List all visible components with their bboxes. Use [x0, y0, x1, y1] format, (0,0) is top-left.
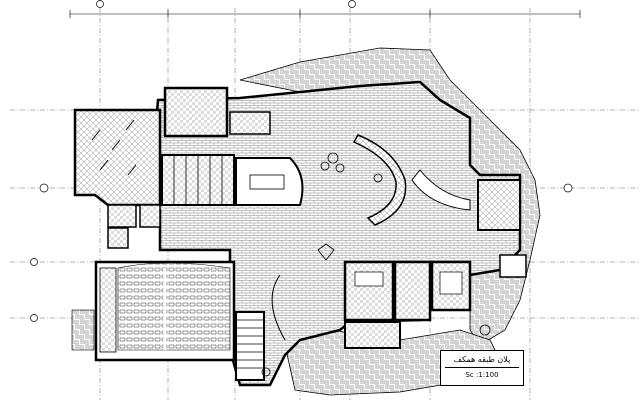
title-block: پلان طبقه همکف Sc :1:100	[440, 350, 524, 386]
left-hall-furniture	[91, 119, 137, 176]
plan-scale: Sc :1:100	[465, 371, 499, 379]
plant-symbols	[261, 152, 491, 377]
right-room	[477, 179, 521, 231]
toilet-stalls	[173, 155, 223, 205]
axis-bubbles	[30, 0, 573, 322]
top-dimension-line	[69, 10, 581, 18]
auditorium-stage	[99, 267, 117, 353]
office-room-2	[393, 260, 432, 322]
title-divider	[445, 367, 519, 368]
staircase	[235, 311, 265, 381]
landscape-paving-left	[71, 309, 95, 351]
left-hall	[73, 108, 162, 207]
lavatory-room	[163, 86, 229, 138]
auditorium-seating	[117, 262, 231, 351]
office-room-1	[343, 260, 395, 322]
plan-title: پلان طبقه همکف	[453, 355, 511, 364]
office-room-3	[430, 260, 472, 312]
curved-wall	[352, 134, 407, 226]
reception-desk	[411, 169, 471, 211]
meeting-table	[249, 174, 285, 190]
